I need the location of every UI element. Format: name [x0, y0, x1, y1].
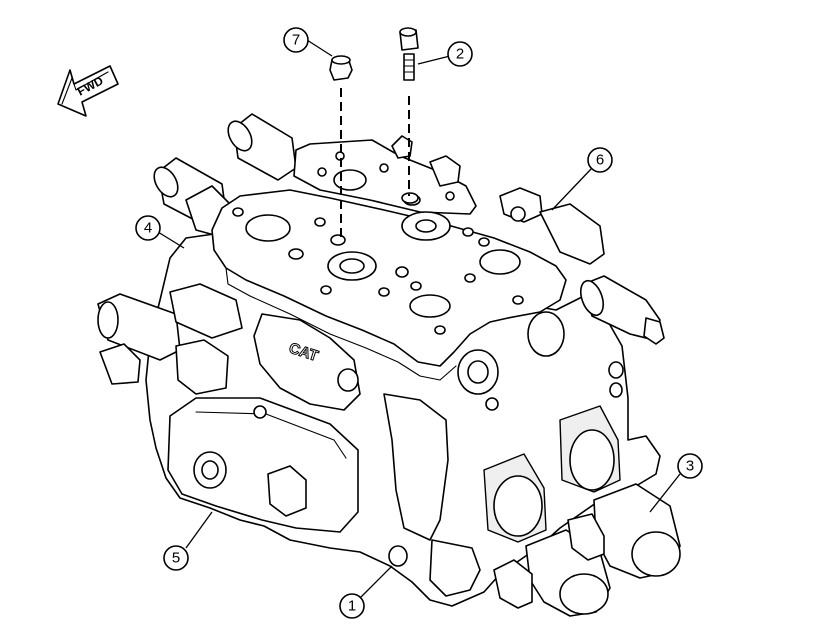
callout-4	[135, 215, 161, 241]
centre-fittings	[457, 311, 624, 411]
callout-3-label: 3	[686, 458, 694, 475]
callout-5	[163, 545, 189, 571]
right-spool-cartridges	[483, 405, 681, 617]
callout-1-label: 1	[348, 598, 356, 615]
left-solenoid	[97, 283, 243, 395]
callout-4-label: 4	[144, 220, 152, 237]
callout-2-label: 2	[456, 46, 464, 63]
top-cover-plate	[211, 189, 567, 381]
callout-5-label: 5	[172, 550, 180, 567]
callout-1	[339, 593, 365, 619]
callout-6-label: 6	[596, 152, 604, 169]
callouts: 7 2 6 4 3 5 1	[135, 27, 703, 619]
callout-6	[587, 147, 613, 173]
callout-3	[677, 453, 703, 479]
fwd-arrow: FWD	[57, 65, 119, 117]
callout-2	[447, 41, 473, 67]
callout-7	[283, 27, 309, 53]
callout-7-label: 7	[292, 32, 300, 49]
rear-cartridges	[153, 113, 297, 237]
front-end-cover: CAT	[167, 313, 481, 597]
exploded-fasteners	[329, 27, 419, 238]
right-solenoid-upper	[499, 187, 665, 345]
